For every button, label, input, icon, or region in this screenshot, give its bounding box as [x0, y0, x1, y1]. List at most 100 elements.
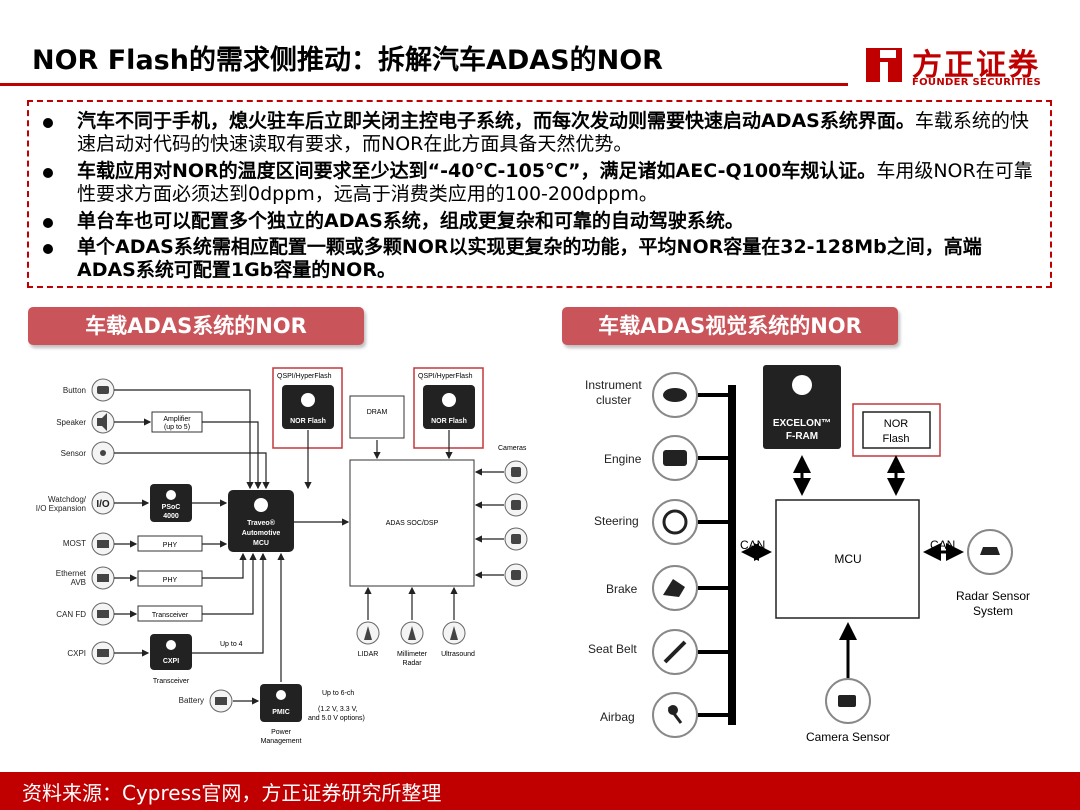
- psoc-label: PSoC: [162, 504, 181, 511]
- cxpi-chip: [150, 634, 192, 670]
- adas-soc-box: [349, 459, 475, 587]
- mmw-radar-label-1: Millimeter: [397, 651, 428, 658]
- input-label-avb: AVB: [71, 578, 86, 587]
- brake-label: Brake: [606, 582, 638, 596]
- radar-sensor-label-1: Radar Sensor: [956, 589, 1030, 603]
- can-bus-line: [728, 385, 736, 725]
- amplifier-label: Amplifier: [163, 416, 191, 423]
- psoc-chip: [150, 484, 192, 522]
- phy-label-ethernet: PHY: [163, 577, 178, 584]
- adas-system-diagram: Button Speaker Sensor Watchdog/ I/O Expa…: [36, 367, 528, 745]
- cypress-logo-icon: [254, 498, 268, 512]
- source-note: 资料来源：Cypress官网，方正证券研究所整理: [22, 781, 442, 805]
- pmic-voltage-label-2: and 5.0 V options): [308, 715, 365, 722]
- input-label-watchdog: Watchdog/: [48, 495, 87, 504]
- mcu-label: MCU: [834, 552, 861, 566]
- bullet-dot-icon: [43, 218, 53, 228]
- logo-english-name: FOUNDER SECURITIES: [912, 77, 1042, 88]
- mcu-label-line3: MCU: [253, 540, 269, 547]
- bullet-dot-icon: [43, 244, 53, 254]
- power-management-label-1: Power: [271, 729, 292, 736]
- input-label-battery: Battery: [179, 696, 204, 705]
- power-management-label-2: Management: [261, 738, 302, 745]
- airbag-label: Airbag: [600, 710, 635, 724]
- input-label-sensor: Sensor: [61, 449, 87, 458]
- psoc-sub-label: 4000: [163, 513, 179, 520]
- bullet-dot-icon: [43, 118, 53, 128]
- bullet-dot-icon: [43, 168, 53, 178]
- excelon-label-2: F-RAM: [786, 431, 818, 442]
- ultrasound-label: Ultrasound: [441, 651, 475, 658]
- bullet-normal-text: 车载系统的快速启动对代码的快速读取有要求，而NOR在此方面具备天然优势。: [77, 110, 1029, 155]
- radar-sensor-label-2: System: [973, 604, 1013, 618]
- pmic-channels-label: Up to 6-ch: [322, 690, 354, 697]
- input-label-ethernet: Ethernet: [56, 569, 87, 578]
- transceiver-label: Transceiver: [152, 612, 189, 619]
- qspi-label-1: QSPI/HyperFlash: [277, 373, 332, 380]
- mcu-label-line2: Automotive: [242, 530, 281, 537]
- traveo-mcu-chip: [228, 490, 294, 552]
- amplifier-sub-label: (up to 5): [164, 424, 190, 431]
- bullet-bold-text: 汽车不同于手机，熄火驻车后立即关闭主控电子系统，而每次发动则需要快速启动ADAS…: [77, 110, 915, 132]
- mcu-label-line1: Traveo®: [247, 519, 276, 527]
- engine-label: Engine: [604, 452, 642, 466]
- steering-label: Steering: [594, 514, 639, 528]
- can-right-label: CAN: [930, 538, 955, 552]
- bullet-bold-text: 单个ADAS系统需相应配置一颗或多颗NOR以实现更复杂的功能，平均NOR容量在3…: [77, 236, 982, 281]
- pmic-voltage-label-1: (1.2 V, 3.3 V,: [318, 706, 358, 713]
- input-label-can-fd: CAN FD: [56, 610, 86, 619]
- right-section-title: 车载ADAS视觉系统的NOR: [562, 307, 898, 345]
- nor-flash-label-1: NOR: [884, 418, 909, 430]
- key-points-box: 汽车不同于手机，熄火驻车后立即关闭主控电子系统，而每次发动则需要快速启动ADAS…: [27, 100, 1052, 288]
- nor-flash-label-2: NOR Flash: [431, 418, 467, 425]
- cxpi-transceiver-label: Transceiver: [153, 678, 190, 685]
- cypress-logo-icon: [276, 690, 286, 700]
- soc-label: ADAS SOC/DSP: [386, 520, 439, 527]
- bullet-bold-text: 单台车也可以配置多个独立的ADAS系统，组成更复杂和可靠的自动驾驶系统。: [77, 210, 744, 232]
- left-section-title: 车载ADAS系统的NOR: [28, 307, 364, 345]
- cypress-logo-icon: [166, 490, 176, 500]
- camera-sensor-label: Camera Sensor: [806, 730, 890, 744]
- pmic-label: PMIC: [272, 709, 290, 716]
- mmw-radar-label-2: Radar: [402, 660, 422, 667]
- nor-flash-label-2: Flash: [883, 433, 910, 445]
- title-underline: [0, 83, 848, 86]
- excelon-fram-chip: [763, 365, 841, 449]
- adas-vision-system-diagram: Instrument cluster Engine Steering Brake…: [585, 365, 1030, 744]
- connection-lines: [741, 455, 964, 678]
- instrument-cluster-label-2: cluster: [596, 393, 631, 407]
- connection-lines: [114, 389, 504, 705]
- nor-flash-label-1: NOR Flash: [290, 418, 326, 425]
- input-label-speaker: Speaker: [56, 418, 86, 427]
- instrument-cluster-label-1: Instrument: [585, 378, 642, 392]
- input-label-button: Button: [63, 386, 86, 395]
- qspi-label-2: QSPI/HyperFlash: [418, 373, 473, 380]
- company-logo: 方正证券 FOUNDER SECURITIES: [862, 40, 1052, 92]
- seat-belt-label: Seat Belt: [588, 642, 637, 656]
- can-left-label: CAN: [740, 538, 765, 552]
- steering-wheel-icon: [652, 499, 698, 545]
- footer-bar: 资料来源：Cypress官网，方正证券研究所整理: [0, 772, 1080, 810]
- cypress-logo-icon: [301, 393, 315, 407]
- mcu-box: [775, 499, 920, 619]
- pmic-chip: [260, 684, 302, 722]
- bullet-normal-text: 车用级NOR在可靠性要求方面必须达到0dppm，远高于消费类应用的100-200…: [77, 160, 1033, 205]
- up-to-4-label: Up to 4: [220, 641, 243, 648]
- logo-chinese-name: 方正证券: [912, 48, 1040, 83]
- lidar-label: LIDAR: [358, 651, 379, 658]
- input-label-most: MOST: [63, 539, 86, 548]
- page-title: NOR Flash的需求侧推动：拆解汽车ADAS的NOR: [32, 45, 663, 76]
- cameras-label: Cameras: [498, 445, 527, 452]
- io-icon-label: I/O: [96, 499, 110, 510]
- dram-box: [349, 395, 405, 439]
- founder-logo-icon: [866, 48, 902, 82]
- cypress-logo-icon: [792, 375, 812, 395]
- cxpi-chip-label: CXPI: [163, 658, 179, 665]
- excelon-label-1: EXCELON™: [773, 418, 831, 429]
- dram-label: DRAM: [367, 409, 388, 416]
- cypress-logo-icon: [442, 393, 456, 407]
- input-label-cxpi: CXPI: [67, 649, 86, 658]
- nor-flash-box: [862, 411, 931, 449]
- input-label-io-expansion: I/O Expansion: [36, 504, 86, 513]
- bullet-bold-text: 车载应用对NOR的温度区间要求至少达到“-40℃-105℃”，满足诸如AEC-Q…: [77, 160, 877, 182]
